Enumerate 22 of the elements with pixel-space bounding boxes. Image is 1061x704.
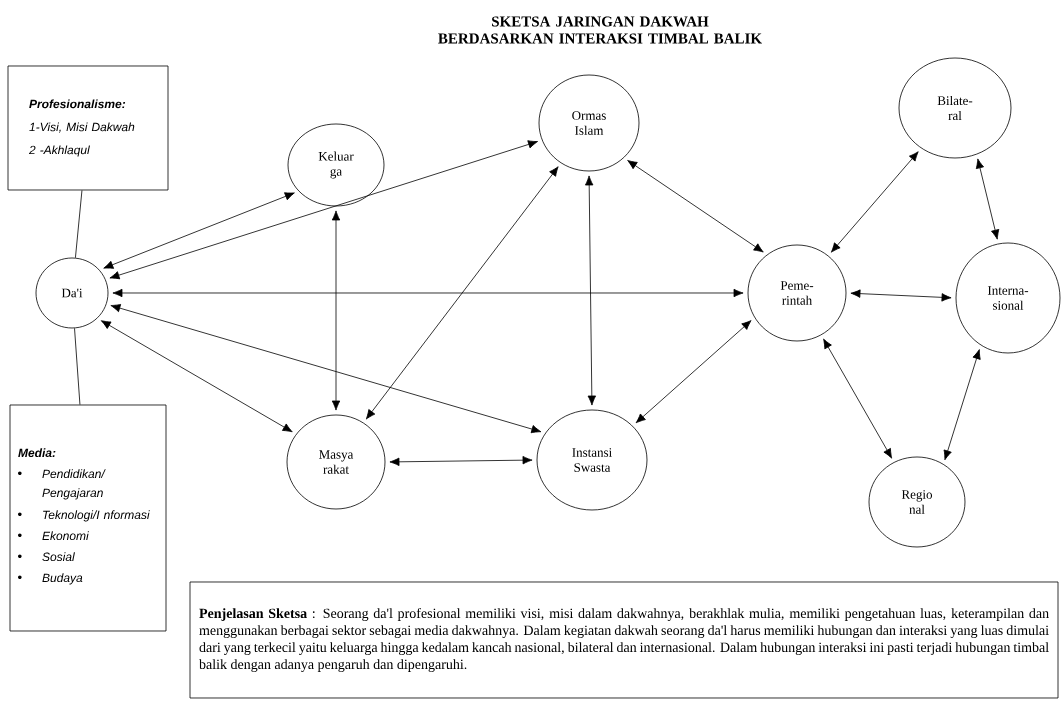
- arrow: [110, 304, 542, 434]
- arrow: [112, 288, 744, 298]
- arrow: [103, 192, 295, 269]
- arrow: [331, 210, 341, 411]
- arrow: [389, 456, 533, 466]
- arrow: [635, 320, 752, 424]
- arrow: [365, 166, 559, 420]
- explanation-box: Penjelasan Sketsa : Seorang da'l profesional memiliki visi, misi dalam dakwahnya, berakhlak mulia, memiliki pengetahuan luas, keterampilan dan menggunakan berbagai sektor sebagai media dakwahnya. Dalam kegiatan dakwah seorang da'l harus memiliki hubungan dan interaksi yang luas dimulai dari yang terkecil yaitu keluarga hingga kedalam kancah nasional, bilateral dan internasional. Dalam hubungan interaksi ini pasti terjadi hubungan timbal balik dengan adanya pengaruh dan dipengaruhi.: [189, 581, 1059, 699]
- connector-line: [74, 327, 81, 405]
- arrow: [943, 349, 981, 461]
- note-box: Media: Pendidikan/ Pengajaran Teknologi/I nformasi Ekonomi Sosial Budaya: [9, 404, 167, 632]
- arrow: [975, 158, 1000, 240]
- arrow: [585, 175, 596, 406]
- connector-line: [75, 190, 83, 259]
- arrow: [850, 289, 952, 302]
- arrow: [100, 320, 293, 433]
- arrow: [627, 160, 764, 253]
- arrow: [823, 338, 893, 459]
- arrow: [830, 151, 919, 253]
- arrow: [109, 140, 538, 280]
- note-box: Profesionalisme: 1-Visi, Misi Dakwah 2 -Akhlaqul: [7, 65, 169, 191]
- title: SKETSA JARINGAN DAKWAH BERDASARKAN INTERAKSI TIMBAL BALIK: [438, 16, 762, 44]
